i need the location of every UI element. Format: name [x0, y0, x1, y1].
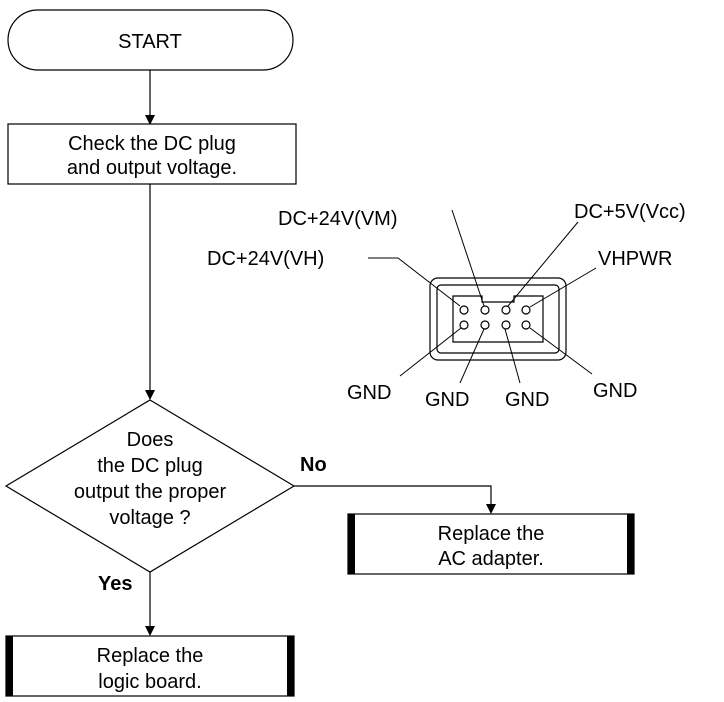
- leader-vhpwr: [529, 267, 597, 308]
- decision-line1: Does: [127, 429, 174, 451]
- connector-pin-housing: [452, 295, 544, 343]
- start-terminator: START: [7, 9, 294, 71]
- pin-bottom-1: [459, 320, 469, 330]
- pin-label-gnd-1: GND: [347, 382, 391, 404]
- pin-top-4: [521, 305, 531, 315]
- pin-top-2: [480, 305, 490, 315]
- pin-bottom-4: [521, 320, 531, 330]
- pin-label-vcc: DC+5V(Vcc): [574, 201, 686, 223]
- pin-label-vh: DC+24V(VH): [207, 248, 324, 270]
- pin-top-1: [459, 305, 469, 315]
- pin-label-vhpwr: VHPWR: [598, 248, 672, 270]
- flow-arrow-no-branch: [294, 485, 496, 514]
- replace-adapter-line1: Replace the: [438, 523, 545, 545]
- connector-outer-shell: [429, 277, 567, 361]
- start-label: START: [118, 31, 182, 53]
- leader-vh: [368, 257, 461, 307]
- replace-logic-line2: logic board.: [98, 671, 201, 693]
- leader-vcc: [507, 221, 579, 307]
- replace-logic-line1: Replace the: [97, 645, 204, 667]
- replace-adapter-line2: AC adapter.: [438, 548, 544, 570]
- dc-plug-voltage-decision: Does the DC plug output the proper volta…: [4, 399, 296, 573]
- decision-line3: output the proper: [74, 481, 227, 503]
- pin-label-gnd-3: GND: [505, 389, 549, 411]
- dc-plug-connector-diagram: DC+24V(VM) DC+5V(Vcc) DC+24V(VH) VHPWR G…: [207, 201, 686, 411]
- decision-line4: voltage ?: [109, 507, 190, 529]
- replace-logic-board-step: Replace the logic board.: [5, 635, 295, 697]
- leader-gnd-2: [459, 328, 485, 384]
- leader-gnd-1: [399, 327, 462, 377]
- connector-inner-shell: [436, 284, 560, 354]
- leader-gnd-4: [529, 327, 593, 375]
- pin-label-vm: DC+24V(VM): [278, 208, 397, 230]
- replace-ac-adapter-step: Replace the AC adapter.: [347, 513, 635, 575]
- check-dc-plug-step: Check the DC plug and output voltage.: [7, 123, 297, 185]
- yes-branch-label: Yes: [98, 573, 132, 595]
- leader-vm: [451, 209, 485, 307]
- pin-label-gnd-2: GND: [425, 389, 469, 411]
- check-step-line1: Check the DC plug: [68, 133, 236, 155]
- pin-bottom-2: [480, 320, 490, 330]
- leader-gnd-3: [504, 328, 521, 384]
- pin-bottom-3: [501, 320, 511, 330]
- decision-line2: the DC plug: [97, 455, 203, 477]
- pin-label-gnd-4: GND: [593, 380, 637, 402]
- check-step-line2: and output voltage.: [67, 157, 237, 179]
- pin-top-3: [501, 305, 511, 315]
- no-branch-label: No: [300, 454, 327, 476]
